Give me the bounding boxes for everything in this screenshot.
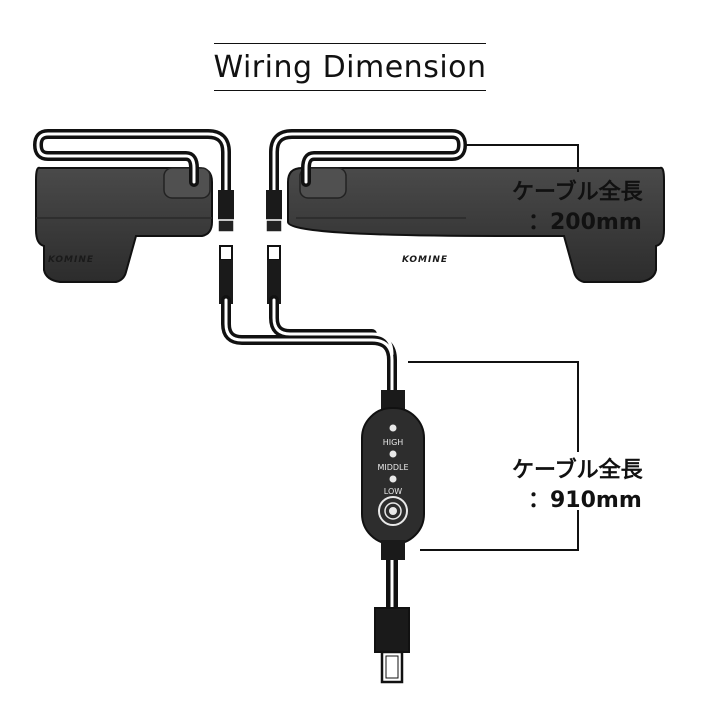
level-middle-label: MIDDLE	[377, 463, 408, 472]
right-grip-heater: KOMINE	[287, 166, 665, 283]
left-brand-mark: KOMINE	[48, 255, 94, 265]
cable-length-heading: ケーブル全長	[512, 458, 643, 483]
pad-cables	[33, 129, 467, 205]
harness-connectors	[219, 245, 281, 304]
right-brand-mark: KOMINE	[402, 255, 448, 265]
cable-length-910-label: ケーブル全長 ：910mm	[512, 456, 643, 516]
dimension-bracket-200	[466, 144, 579, 172]
cable-length-value: ：910mm	[528, 488, 642, 513]
low-indicator-led	[389, 475, 397, 483]
cable-length-200-label: ケーブル全長 ：200mm	[512, 178, 643, 238]
power-button-icon	[378, 496, 408, 526]
controller-unit: HIGH MIDDLE LOW	[361, 390, 425, 560]
left-grip-heater: KOMINE	[35, 166, 213, 283]
dimension-bracket-910	[408, 361, 579, 551]
cable-length-heading: ケーブル全長	[512, 180, 643, 205]
main-harness-cable	[221, 295, 398, 616]
title-frame: Wiring Dimension	[213, 43, 487, 91]
usb-plug	[374, 607, 410, 684]
high-indicator-led	[389, 424, 397, 432]
level-low-label: LOW	[384, 487, 402, 496]
middle-indicator-led	[389, 450, 397, 458]
page-title: Wiring Dimension	[213, 49, 487, 85]
pad-connectors	[217, 190, 283, 233]
cable-length-value: ：200mm	[528, 210, 642, 235]
level-high-label: HIGH	[383, 438, 404, 447]
